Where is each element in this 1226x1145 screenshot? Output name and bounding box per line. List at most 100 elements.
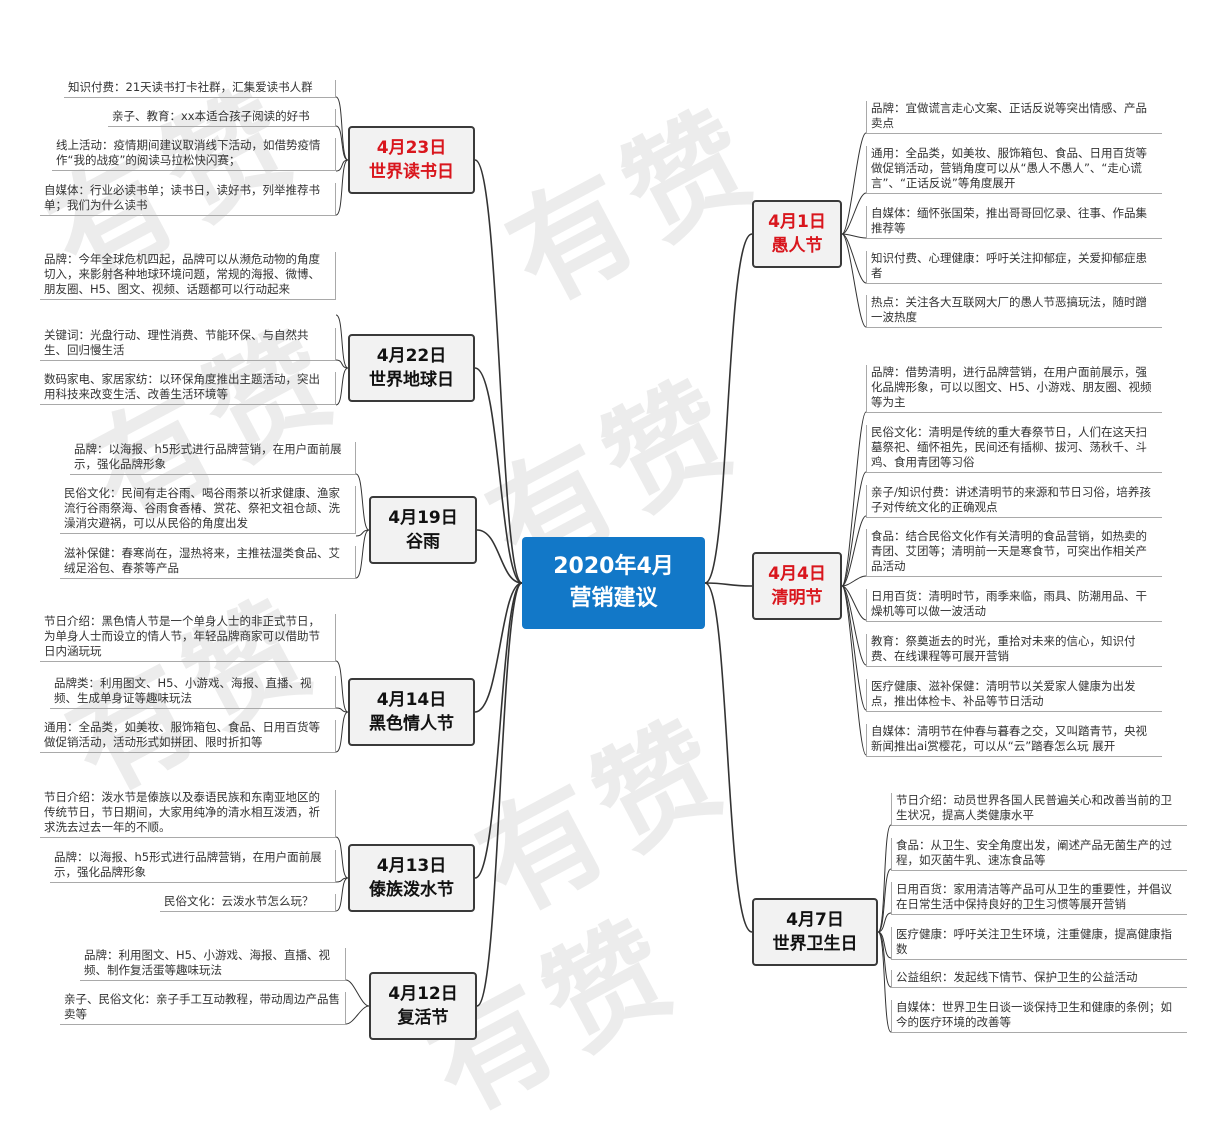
connector-curve	[474, 159, 523, 584]
topic-easter[interactable]: 4月12日 复活节	[369, 972, 477, 1040]
branch-item: 食品：结合民俗文化作有关清明的食品营销，如热卖的青团、艾团等；清明前一天是寒食节…	[866, 529, 1162, 577]
branch-item: 品牌：利用图文、H5、小游戏、海报、直播、视频、制作复活蛋等趣味玩法	[80, 948, 346, 981]
connector-curve	[877, 912, 892, 933]
connector-curve	[355, 529, 370, 537]
connector-curve	[704, 582, 753, 587]
topic-name: 世界读书日	[369, 162, 454, 182]
topic-date: 4月22日	[376, 346, 447, 366]
topic-name: 愚人节	[771, 236, 823, 256]
connector-curve	[335, 359, 349, 369]
connector-curve	[474, 367, 523, 584]
topic-april-fools[interactable]: 4月1日 愚人节	[752, 200, 842, 268]
branch-item: 亲子/知识付费：讲述清明节的来源和节日习俗，培养孩子对传统文化的正确观点	[866, 485, 1162, 518]
connector-curve	[841, 585, 867, 756]
connector-curve	[841, 575, 867, 587]
connector-curve	[476, 529, 523, 584]
center-title-line2: 营销建议	[569, 586, 658, 611]
branch-item: 食品：从卫生、安全角度出发，阐述产品无菌生产的过程，如灭菌牛乳、速冻食品等	[891, 838, 1187, 871]
branch-item: 自媒体：清明节在仲春与暮春之交，又叫踏青节，央视新闻推出ai赏樱花，可以从“云”…	[866, 724, 1162, 757]
connector-curve	[704, 582, 753, 933]
connector-curve	[841, 515, 867, 587]
topic-name: 复活节	[397, 1008, 449, 1028]
connector-curve	[355, 473, 370, 531]
branch-item: 品牌类：利用图文、H5、小游戏、海报、直播、视频、生成单身证等趣味玩法	[50, 676, 336, 709]
connector-curve	[335, 314, 349, 369]
topic-date: 4月7日	[786, 910, 844, 930]
branch-item: 品牌：以海报、h5形式进行品牌营销，在用户面前展示，强化品牌形象	[70, 442, 356, 475]
connector-curve	[841, 192, 867, 235]
branch-item: 自媒体：缅怀张国荣，推出哥哥回忆录、往事、作品集推荐等	[866, 206, 1162, 239]
branch-item: 日用百货：清明时节，雨季来临，雨具、防潮用品、干燥机等可以做一波活动	[866, 589, 1162, 622]
connector-curve	[335, 96, 349, 161]
branch-item: 民俗文化：民间有走谷雨、喝谷雨茶以祈求健康、渔家流行谷雨祭海、谷雨食香椿、赏花、…	[60, 486, 356, 534]
topic-grain-rain[interactable]: 4月19日 谷雨	[369, 496, 477, 564]
branch-item: 日用百货：家用清洁等产品可从卫生的重要性，并倡议在日常生活中保持良好的卫生习惯等…	[891, 882, 1187, 915]
center-topic[interactable]: 2020年4月 营销建议	[522, 537, 705, 629]
branch-item: 热点：关注各大互联网大厂的愚人节恶搞玩法，随时蹭一波热度	[866, 295, 1162, 328]
topic-date: 4月23日	[376, 138, 447, 158]
topic-date: 4月19日	[388, 508, 458, 528]
topic-name: 世界卫生日	[772, 934, 858, 954]
topic-name: 黑色情人节	[369, 714, 454, 734]
connector-curve	[841, 233, 867, 328]
branch-item: 滋补保健：春寒尚在，湿热将来，主推祛湿类食品、艾绒足浴包、春茶等产品	[60, 546, 356, 579]
connector-curve	[335, 125, 349, 161]
topic-black-valentine[interactable]: 4月14日 黑色情人节	[348, 678, 475, 746]
connector-curve	[476, 582, 523, 1007]
branch-item: 节日介绍：泼水节是傣族以及泰语民族和东南亚地区的传统节日，节日期间，大家用纯净的…	[40, 790, 336, 838]
branch-item: 线上活动：疫情期间建议取消线下活动，如借势疫情作“我的战疫”的阅读马拉松快闪赛；	[52, 138, 336, 171]
connector-curve	[474, 582, 523, 879]
branch-item: 品牌：宜做谎言走心文案、正话反说等突出情感、产品卖点	[866, 101, 1162, 134]
connector-curve	[841, 471, 867, 587]
branch-item: 民俗文化：清明是传统的重大春祭节日，人们在这天扫墓祭祀、缅怀祖先，民间还有插柳、…	[866, 425, 1162, 473]
branch-item: 通用：全品类，如美妆、服饰箱包、食品、日用百货等做促销活动，活动形式如拼团、限时…	[40, 720, 336, 753]
branch-item: 节日介绍：黑色情人节是一个单身人士的非正式节日，为单身人士而设立的情人节，年轻品…	[40, 614, 336, 662]
connector-curve	[345, 979, 370, 1007]
branch-item: 知识付费、心理健康：呼吁关注抑郁症，关爱抑郁症患者	[866, 251, 1162, 284]
branch-item: 自媒体：行业必读书单；读书日，读好书，列举推荐书单；我们为什么读书	[40, 183, 336, 216]
branch-item: 品牌：以海报、h5形式进行品牌营销，在用户面前展示，强化品牌形象	[50, 850, 336, 883]
connector-curve	[877, 931, 892, 1033]
branch-item: 医疗健康：呼吁关注卫生环境，注重健康，提高健康指数	[891, 927, 1187, 960]
connector-curve	[841, 585, 867, 666]
branch-item: 品牌：借势清明，进行品牌营销，在用户面前展示，强化品牌形象，可以以图文、H5、小…	[866, 365, 1162, 413]
connector-curve	[474, 582, 523, 713]
connector-curve	[841, 411, 867, 587]
branch-item: 公益组织：发起线下情节、保护卫生的公益活动	[891, 970, 1187, 988]
topic-date: 4月1日	[768, 212, 826, 232]
connector-curve	[877, 824, 892, 933]
branch-item: 通用：全品类，如美妆、服饰箱包、食品、日用百货等做促销活动，营销角度可以从“愚人…	[866, 146, 1162, 194]
branch-item: 亲子、民俗文化：亲子手工互动教程，带动周边产品售卖等	[60, 992, 346, 1025]
topic-world-health-day[interactable]: 4月7日 世界卫生日	[752, 898, 878, 966]
connector-curve	[335, 367, 349, 406]
topic-name: 傣族泼水节	[369, 880, 454, 900]
connector-curve	[335, 836, 349, 879]
connector-curve	[335, 711, 349, 753]
connector-curve	[704, 233, 753, 584]
branch-item: 节日介绍：动员世界各国人民普遍关心和改善当前的卫生状况，提高人类健康水平	[891, 793, 1187, 826]
topic-water-festival[interactable]: 4月13日 傣族泼水节	[348, 844, 475, 912]
topic-name: 世界地球日	[369, 370, 454, 390]
connector-curve	[841, 132, 867, 235]
connector-curve	[355, 529, 370, 579]
topic-name: 谷雨	[406, 532, 440, 552]
topic-qingming[interactable]: 4月4日 清明节	[752, 552, 842, 620]
topic-world-book-day[interactable]: 4月23日 世界读书日	[348, 126, 475, 194]
connector-curve	[841, 233, 867, 239]
branch-item: 品牌：今年全球危机四起，品牌可以从濒危动物的角度切入，来影射各种地球环境问题，常…	[40, 252, 336, 300]
topic-earth-day[interactable]: 4月22日 世界地球日	[348, 334, 475, 402]
topic-date: 4月4日	[768, 564, 826, 584]
branch-item: 关键词：光盘行动、理性消费、节能环保、与自然共生、回归慢生活	[40, 328, 336, 361]
branch-item: 数码家电、家居家纺：以环保角度推出主题活动，突出用科技来改变生活、改善生活环境等	[40, 372, 336, 405]
topic-date: 4月12日	[388, 984, 458, 1004]
topic-name: 清明节	[771, 588, 823, 608]
connector-curve	[841, 585, 867, 711]
connector-curve	[877, 868, 892, 933]
branch-item: 知识付费：21天读书打卡社群，汇集爱读书人群	[64, 80, 336, 98]
branch-item: 医疗健康、滋补保健：清明节以关爱家人健康为出发点，推出体检卡、补品等节日活动	[866, 679, 1162, 712]
branch-item: 亲子、教育：xx本适合孩子阅读的好书	[108, 109, 336, 127]
branch-item: 民俗文化：云泼水节怎么玩？	[160, 894, 336, 912]
connector-lines	[335, 96, 892, 1033]
connector-curve	[335, 707, 349, 713]
connector-curve	[345, 1005, 370, 1025]
